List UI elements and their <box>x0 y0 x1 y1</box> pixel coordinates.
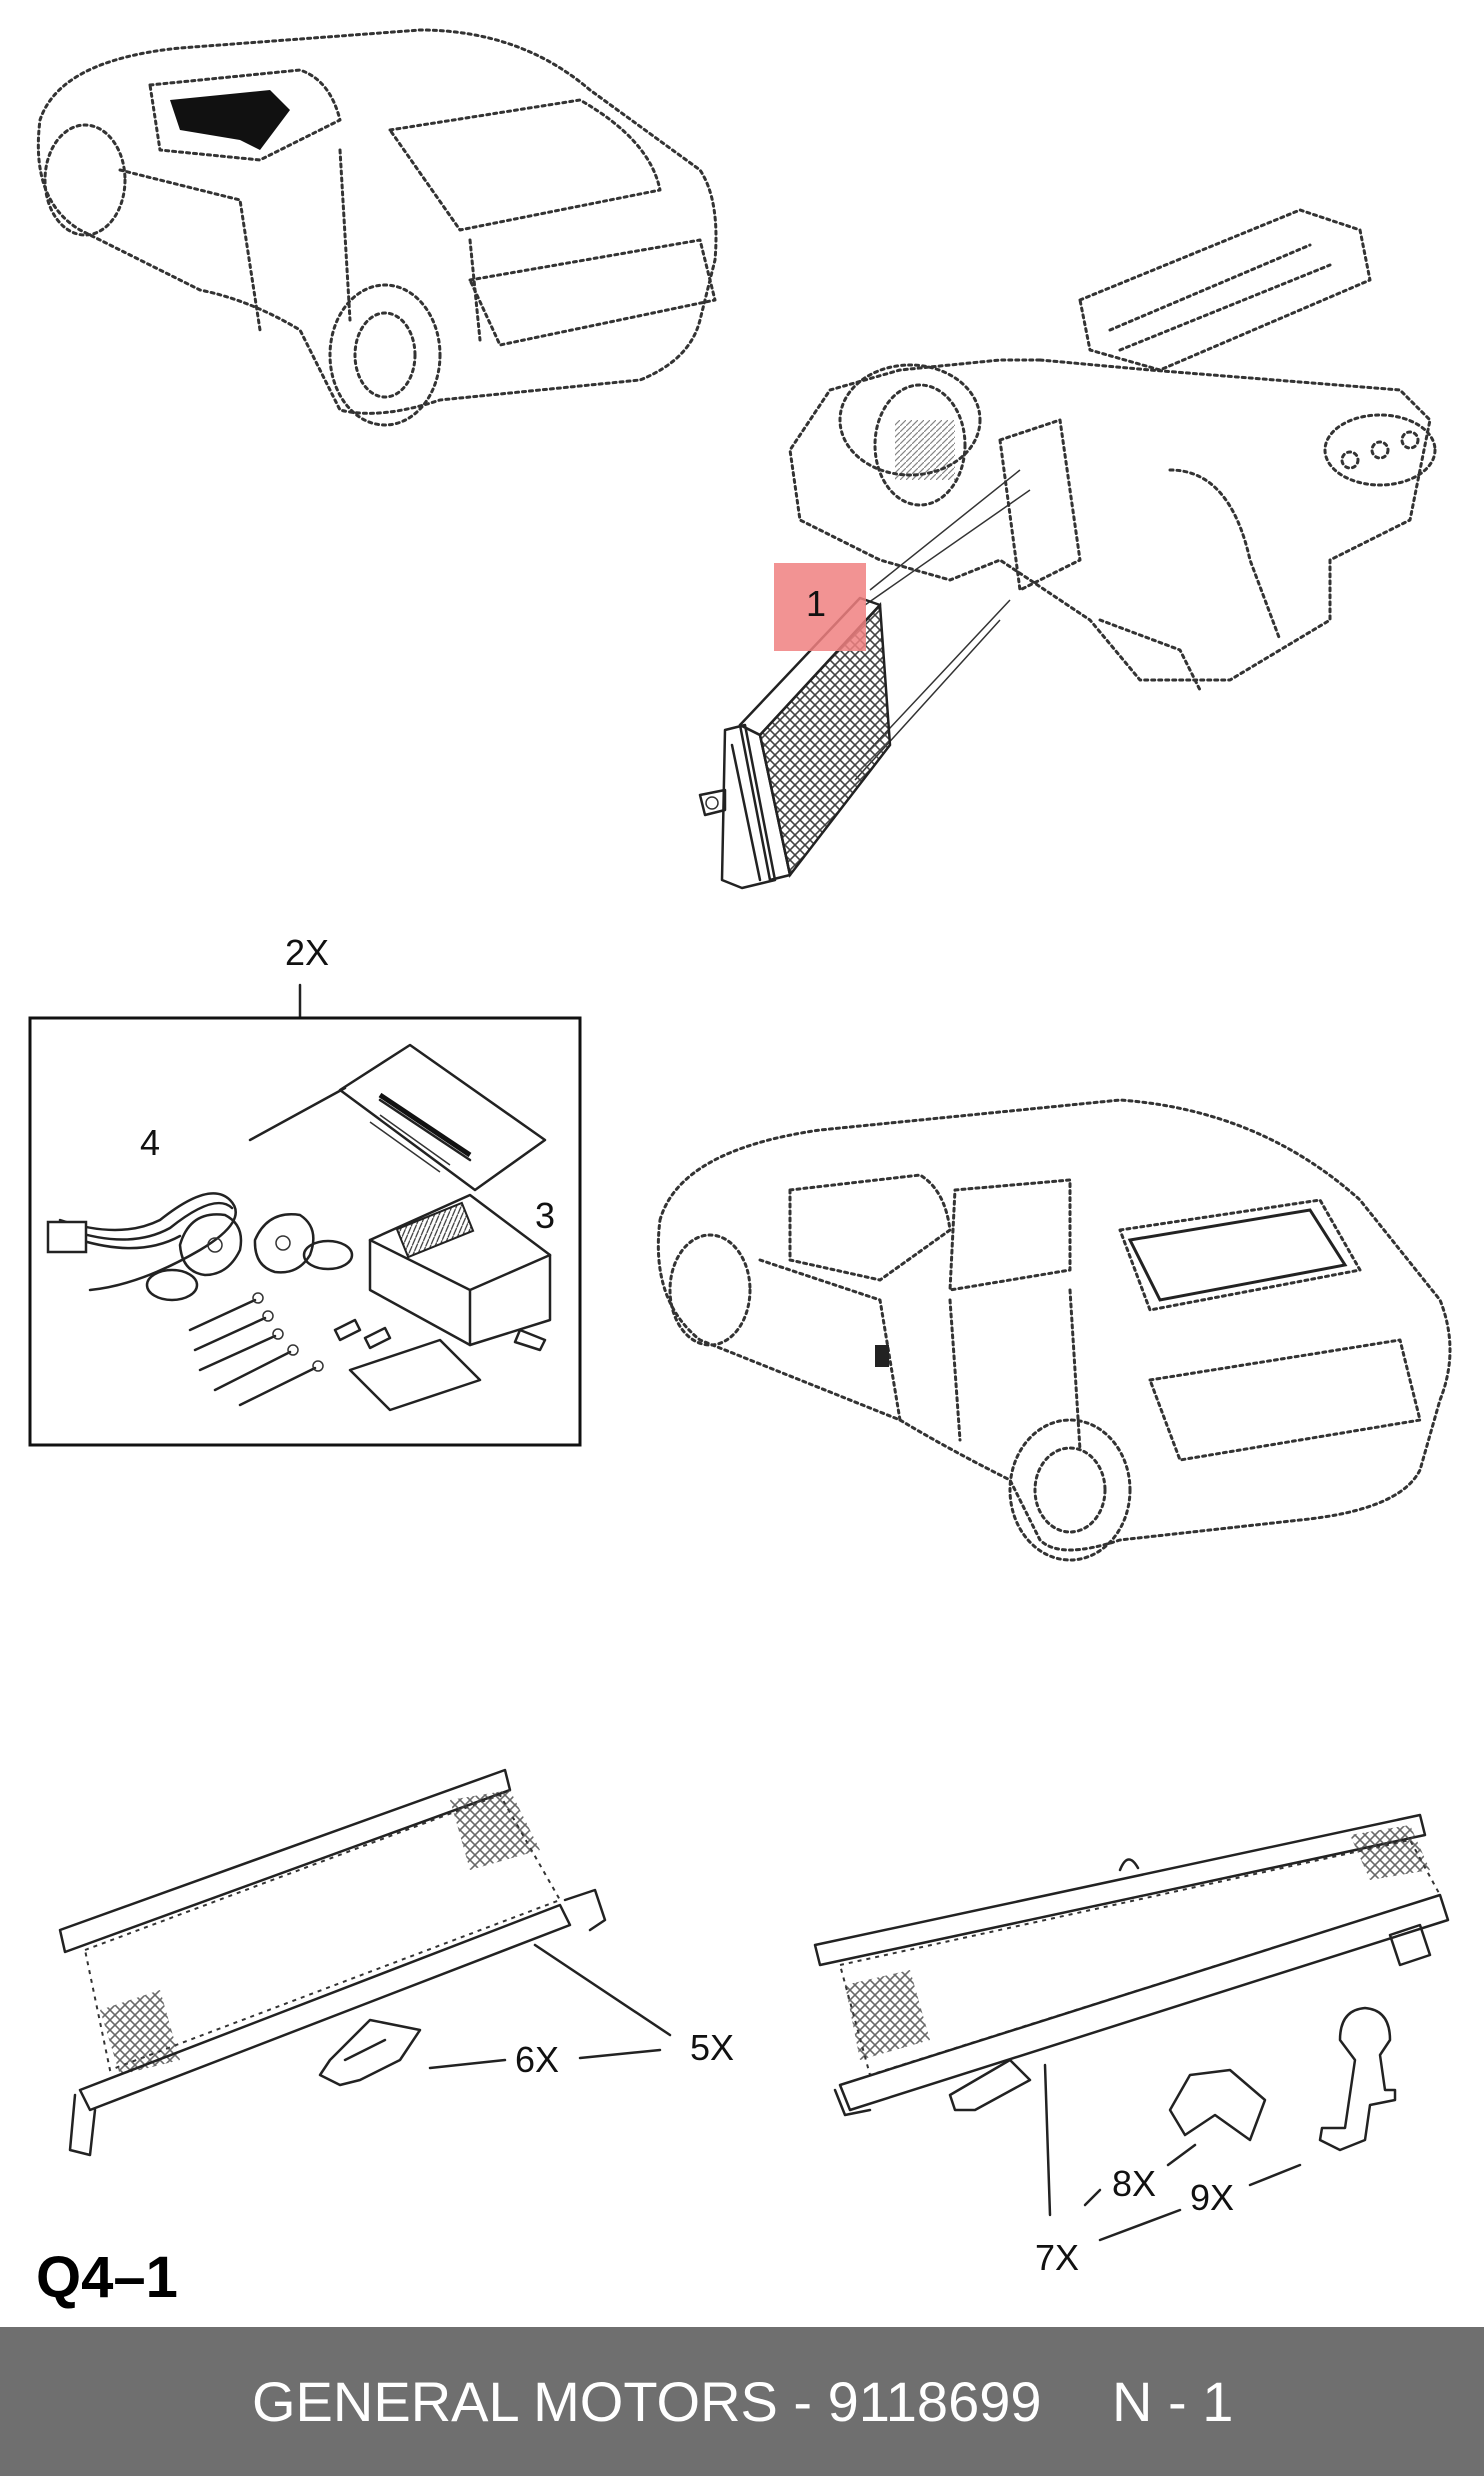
hvac-housing <box>788 208 1437 781</box>
rear-window-sunshade-left: 6X 5X <box>58 1768 734 2157</box>
part-1-highlight <box>774 563 866 651</box>
rear-window-sunshade-right: 8X 9X 7X <box>813 1813 1450 2278</box>
callout-3: 3 <box>535 1195 555 1236</box>
car-front-interior-view <box>36 28 718 427</box>
page-title: Q4–1 <box>36 2245 178 2310</box>
callout-8x: 8X <box>1112 2163 1156 2204</box>
callout-6x: 6X <box>515 2039 559 2080</box>
cabin-filter-part-1 <box>698 596 892 890</box>
callout-1: 1 <box>806 583 826 624</box>
callout-7x: 7X <box>1035 2237 1079 2278</box>
footer-bar: GENERAL MOTORS - 9118699 N - 1 <box>0 2327 1484 2476</box>
callout-5x: 5X <box>690 2027 734 2068</box>
callout-2x: 2X <box>285 932 329 973</box>
car-rear-view <box>656 1098 1452 1562</box>
interior-filter-location-mark <box>170 90 290 150</box>
callout-9x: 9X <box>1190 2177 1234 2218</box>
alarm-kit-box: 2X 4 3 <box>28 932 582 1447</box>
footer-brand-part-number: GENERAL MOTORS - 9118699 <box>252 2370 1042 2433</box>
footer-page-reference: N - 1 <box>1112 2370 1234 2433</box>
callout-4: 4 <box>140 1122 160 1163</box>
parts-diagram: 1 2X 4 3 <box>28 28 1452 2310</box>
